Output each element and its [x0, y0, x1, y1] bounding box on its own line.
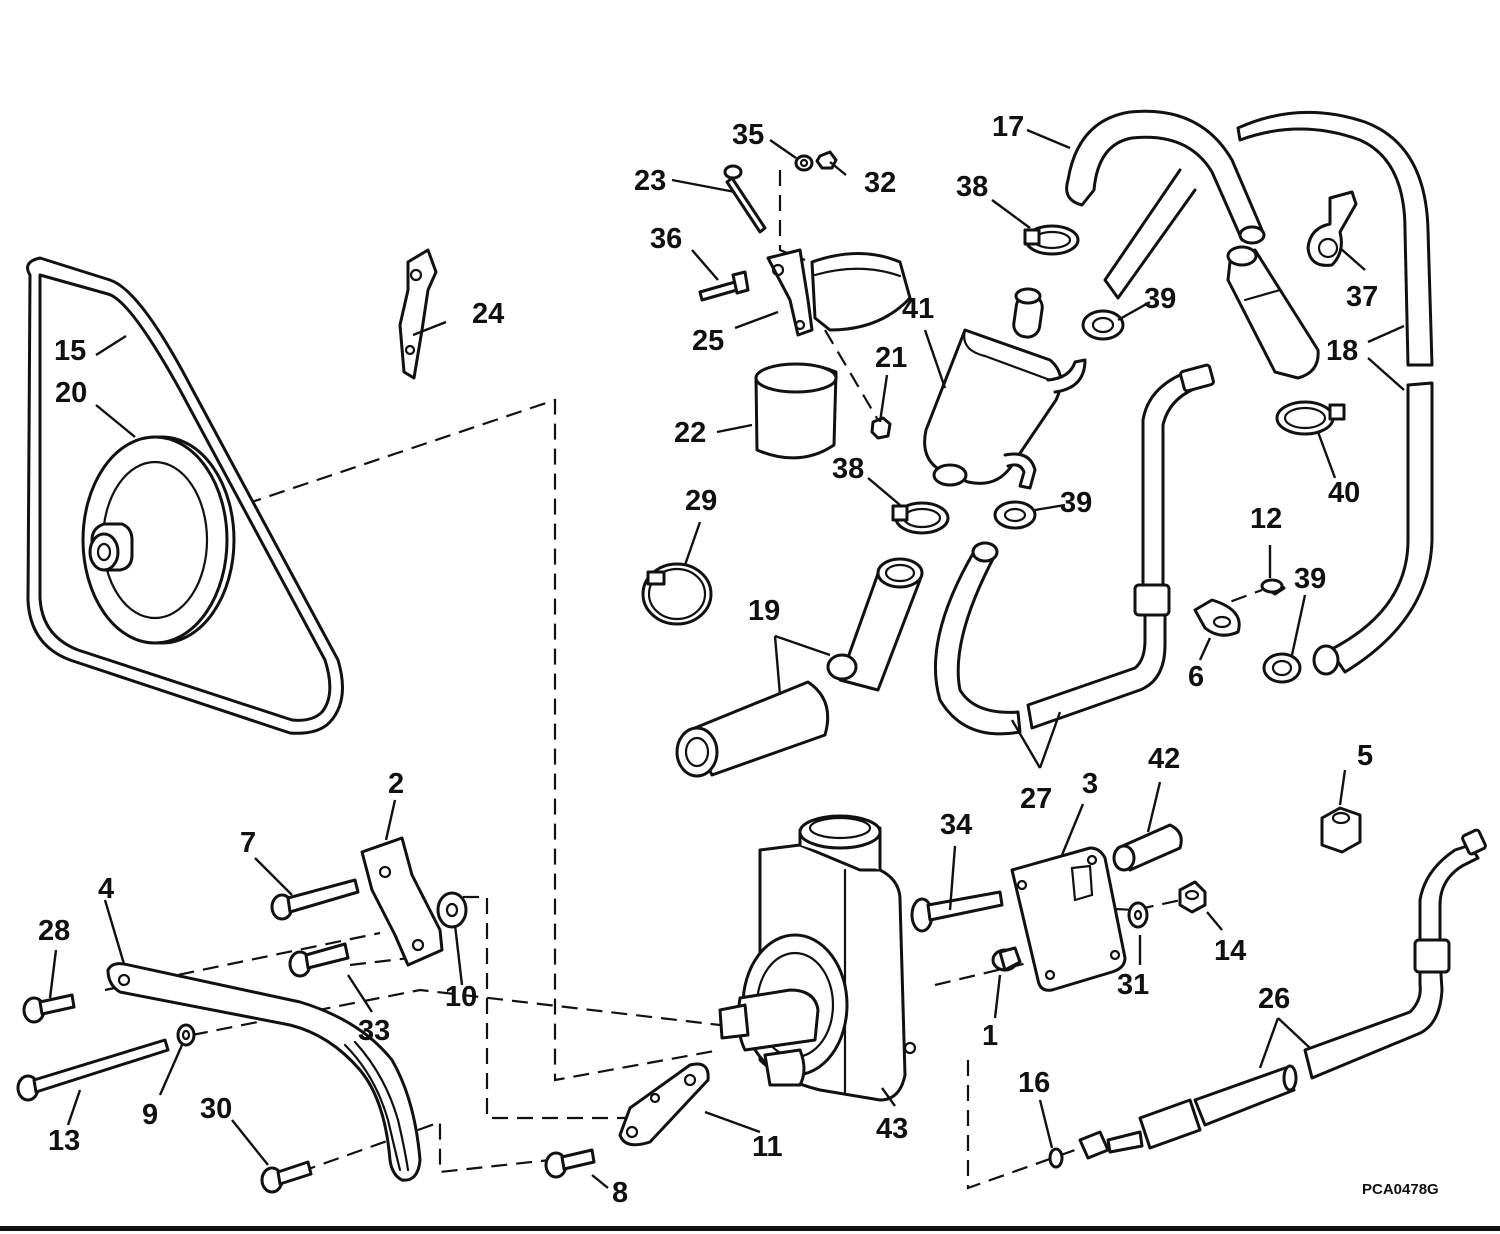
bolt-13 — [16, 1038, 170, 1102]
nut-21 — [870, 416, 892, 440]
bolt-8 — [544, 1148, 596, 1179]
nut-5 — [1320, 806, 1362, 854]
callout: 30 — [200, 1093, 232, 1125]
callout: 38 — [956, 171, 988, 203]
bolt-34 — [910, 890, 1004, 933]
callout: 14 — [1214, 935, 1246, 967]
bolt-7 — [270, 878, 360, 921]
callout: 43 — [876, 1113, 908, 1145]
callout: 31 — [1117, 969, 1149, 1001]
callout: 9 — [142, 1099, 158, 1131]
elbow-hose — [1226, 245, 1320, 380]
callout: 36 — [650, 223, 682, 255]
callout: 16 — [1018, 1067, 1050, 1099]
nut-14 — [1178, 880, 1207, 914]
callout: 39 — [1294, 563, 1326, 595]
pressure-hose-26 — [1078, 828, 1487, 1160]
callout: 41 — [902, 293, 934, 325]
callout: 1 — [982, 1020, 998, 1052]
callout: 35 — [732, 119, 764, 151]
bracket-24 — [398, 248, 438, 380]
callout: 28 — [38, 915, 70, 947]
callout-labels: 1 2 3 4 5 6 7 8 9 10 11 12 13 14 15 16 1… — [38, 111, 1378, 1209]
callout: 5 — [1357, 740, 1373, 772]
callout: 42 — [1148, 743, 1180, 775]
bolt-30 — [260, 1160, 313, 1194]
callout: 23 — [634, 165, 666, 197]
drawing-code: PCA0478G — [1362, 1181, 1439, 1198]
callout: 39 — [1060, 487, 1092, 519]
callout: 4 — [98, 873, 114, 905]
leader-lines — [48, 128, 1405, 1189]
washer-9 — [176, 1023, 196, 1047]
hose-18 — [1236, 110, 1434, 676]
bolt-23 — [723, 164, 767, 234]
callout: 12 — [1250, 503, 1282, 535]
washer-35 — [794, 154, 814, 172]
callout: 33 — [358, 1015, 390, 1047]
hose-clamp-38-mid — [891, 501, 950, 535]
bolt-28 — [22, 993, 76, 1024]
spacer-42 — [1112, 823, 1183, 872]
washer-10 — [436, 891, 468, 929]
bolt-33 — [288, 942, 350, 978]
bushing-1 — [991, 946, 1022, 972]
clip-37 — [1306, 190, 1358, 267]
hose-27 — [933, 363, 1215, 736]
hose-clamp-38-top — [1023, 224, 1080, 256]
callout: 7 — [240, 827, 256, 859]
callout: 10 — [445, 981, 477, 1013]
bracket-3 — [1010, 846, 1127, 992]
callout: 34 — [940, 809, 972, 841]
callout: 22 — [674, 417, 706, 449]
pulley — [81, 435, 236, 645]
hose-clamp-39-mid — [993, 500, 1037, 530]
callout: 3 — [1082, 768, 1098, 800]
hose-17 — [1065, 109, 1266, 300]
callout: 18 — [1326, 335, 1358, 367]
callout: 37 — [1346, 281, 1378, 313]
bracket-2 — [360, 836, 444, 967]
callout: 19 — [748, 595, 780, 627]
clip-6 — [1193, 598, 1241, 637]
screw-36 — [698, 270, 750, 302]
callout: 20 — [55, 377, 87, 409]
plate-11 — [618, 1062, 710, 1147]
adjusting-arm-4 — [106, 962, 422, 1182]
callout: 15 — [54, 335, 86, 367]
bottom-rule — [0, 1226, 1500, 1231]
sleeve-22 — [754, 362, 838, 460]
o-ring-16 — [1048, 1147, 1064, 1169]
hose-clamp-40 — [1275, 400, 1346, 436]
callout: 8 — [612, 1177, 628, 1209]
callout: 40 — [1328, 477, 1360, 509]
callout: 25 — [692, 325, 724, 357]
washer-31 — [1127, 901, 1149, 929]
callout: 17 — [992, 111, 1024, 143]
callout: 27 — [1020, 783, 1052, 815]
callout: 13 — [48, 1125, 80, 1157]
hose-19 — [675, 557, 924, 778]
hose-clamp-39-low — [1262, 652, 1302, 684]
callout: 38 — [832, 453, 864, 485]
callout: 29 — [685, 485, 717, 517]
screw-12 — [1260, 578, 1286, 596]
hose-clamp-39-top — [1081, 309, 1125, 341]
hose-clamp-29 — [641, 562, 713, 626]
callout: 6 — [1188, 661, 1204, 693]
callout: 26 — [1258, 983, 1290, 1015]
clamp-bracket-25 — [766, 248, 912, 337]
callout: 39 — [1144, 283, 1176, 315]
callout: 11 — [752, 1131, 783, 1163]
callout: 32 — [864, 167, 896, 199]
filter-41 — [923, 287, 1087, 490]
callout: 24 — [472, 298, 504, 330]
pump-43 — [718, 814, 917, 1102]
callout: 21 — [875, 342, 907, 374]
callout: 2 — [388, 768, 404, 800]
